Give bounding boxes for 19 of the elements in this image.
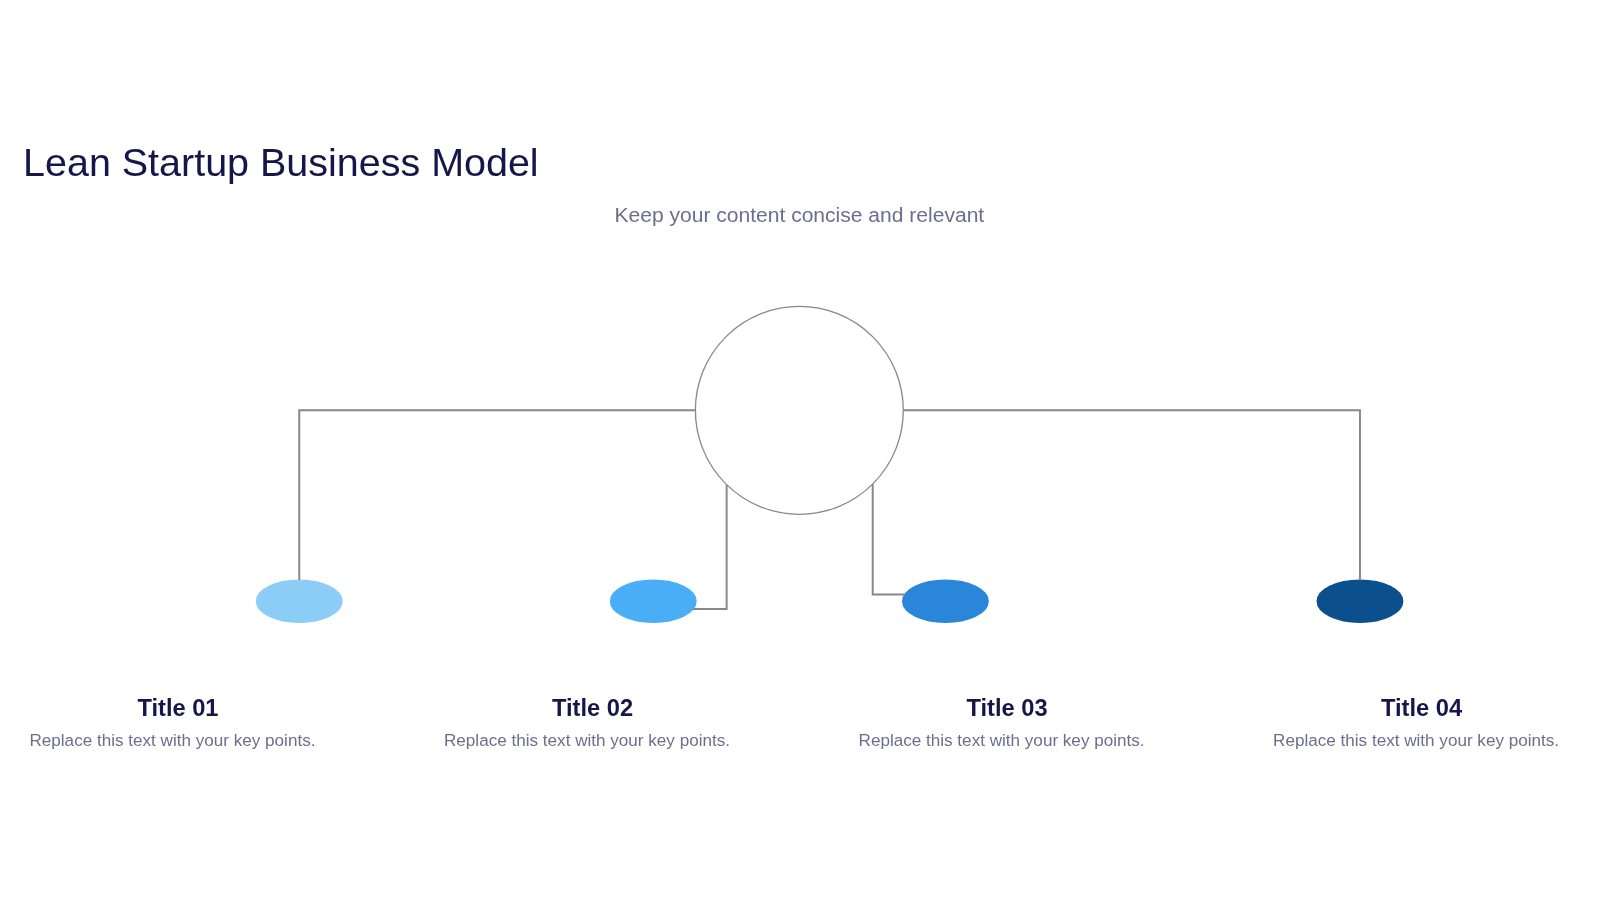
- node-half-circle: [902, 578, 989, 623]
- connector: [691, 483, 728, 610]
- node-label: Replace this text with your key points.: [858, 730, 1145, 750]
- node-half-circle: [609, 578, 697, 623]
- connector: [298, 408, 697, 581]
- node-label: Replace this text with your key points.: [1273, 730, 1560, 750]
- label: Keep your content concise and relevant: [614, 202, 985, 226]
- connector: [902, 408, 1361, 581]
- node-half-circle: [255, 578, 343, 623]
- node-half-circle: [1316, 578, 1404, 623]
- diagram-title: Lean Startup Business Model: [23, 139, 539, 184]
- node-label: Replace this text with your key points.: [29, 730, 316, 750]
- node-label: Title 04: [1381, 694, 1463, 721]
- node-label: Title 02: [551, 694, 634, 721]
- connector: [871, 482, 906, 596]
- node-circle: [694, 305, 904, 515]
- node-label: Title 03: [966, 694, 1048, 721]
- node-label: Title 01: [137, 694, 219, 721]
- node-label: Replace this text with your key points.: [444, 730, 730, 750]
